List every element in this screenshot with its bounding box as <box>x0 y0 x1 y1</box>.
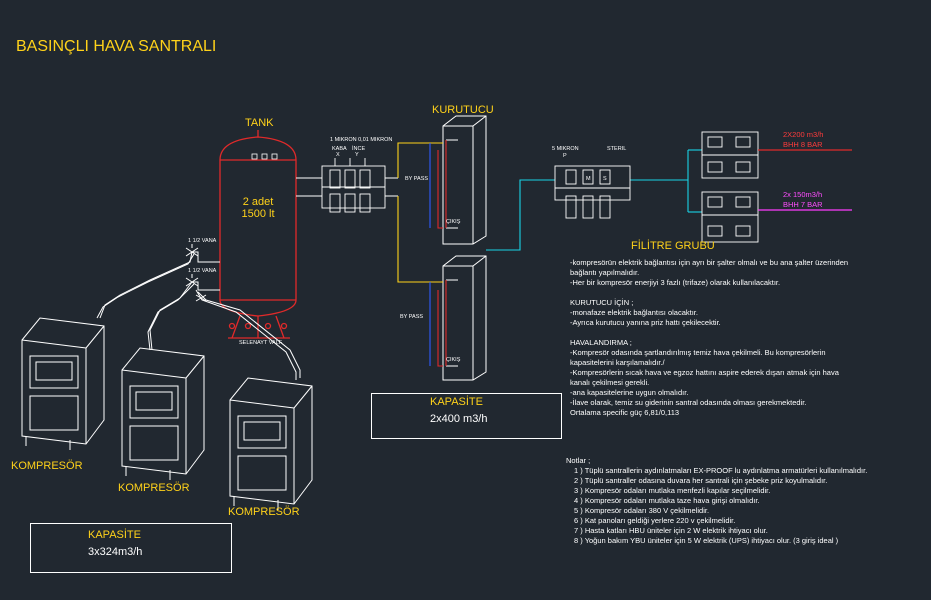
info-line: -monafaze elektrik bağlantısı olacaktır. <box>570 308 698 317</box>
tank-fittings <box>251 153 278 160</box>
magenta-output-pressure: BHH 7 BAR <box>783 200 823 209</box>
right-filter-top-label: 5 MIKRON <box>552 146 579 152</box>
compressor-2 <box>121 347 205 480</box>
info-line: -İlave olarak, temiz su giderinin santra… <box>570 398 807 407</box>
filter-group-label: FİLİTRE GRUBU <box>631 240 715 252</box>
outlet-label-2: ÇIKIŞ <box>446 357 461 363</box>
compressor-label-1: KOMPRESÖR <box>11 460 83 472</box>
cyan-piping <box>486 149 702 251</box>
info-line: -ana kapasitelerine uygun olmalıdır. <box>570 388 689 397</box>
tank-line1: 2 adet <box>242 196 274 208</box>
bypass-label-1: BY PASS <box>405 176 429 182</box>
info-line: -Her bir kompresör enerjiyi 3 fazlı (tri… <box>570 278 781 287</box>
page-title: BASINÇLI HAVA SANTRALI <box>16 38 217 55</box>
info-line <box>570 328 848 338</box>
info-line: bağlantı yapılmalıdır. <box>570 268 640 277</box>
filter-kaba-sub: X <box>336 152 340 158</box>
dryer-top <box>442 115 487 245</box>
filter-s-label: S <box>603 176 607 182</box>
tank <box>219 130 297 339</box>
filter-ince-label: İNCE <box>352 146 366 152</box>
info-line: -Kompresör odasında şartlandırılmış temi… <box>570 348 826 357</box>
info-line: kapasitelerini karşılamalıdır./ <box>570 358 665 367</box>
notes-block: Notlar ; 1 ) Tüplü santrallerin aydınlat… <box>566 456 867 546</box>
valve-upper-label: 1 1/2 VANA <box>188 238 217 244</box>
info-line: -Ayrıca kurutucu yanına priz hattı çekil… <box>570 318 721 327</box>
info-line: -Kompresörlerin sıcak hava ve egzoz hatt… <box>570 368 839 377</box>
tank-line2: 1500 lt <box>241 208 275 220</box>
compressor-1 <box>21 317 105 450</box>
filters-left <box>321 158 386 213</box>
info-text-block: -kompresörün elektrik bağlantısı için ay… <box>570 258 848 418</box>
filter-ince-sub: Y <box>355 152 359 158</box>
compressor-capacity-box <box>30 523 232 573</box>
info-line: kanalı çekilmesi gerekli. <box>570 378 650 387</box>
red-output-pressure: BHH 8 BAR <box>783 140 823 149</box>
notes-line: 8 ) Yoğun bakım YBU üniteler için 5 W el… <box>574 536 839 545</box>
valve-lower-label: 1 1/2 VANA <box>188 268 217 274</box>
info-line: HAVALANDIRMA ; <box>570 338 632 347</box>
filters-right <box>554 165 631 219</box>
filter-kaba-label: KABA <box>332 146 347 152</box>
dryer-capacity-value: 2x400 m3/h <box>430 413 488 425</box>
notes-line: 1 ) Tüplü santrallerin aydınlatmaları EX… <box>574 466 868 475</box>
notes-heading: Notlar ; <box>566 456 591 465</box>
notes-line: 2 ) Tüplü santraller odasına duvara her … <box>574 476 828 485</box>
tank-label: TANK <box>245 117 274 129</box>
info-line: KURUTUCU İÇİN ; <box>570 298 634 307</box>
yellow-piping <box>397 142 443 283</box>
dryer-label: KURUTUCU <box>432 104 494 116</box>
valves <box>185 244 207 302</box>
right-filter-steril-label: STERIL <box>607 146 627 152</box>
compressor-label-3: KOMPRESÖR <box>228 506 300 518</box>
dryer-capacity-box <box>371 393 562 439</box>
info-line: Ortalama specific güç 6,81/0,113 <box>570 408 680 417</box>
filter-p-label: P <box>563 153 567 159</box>
compressor-capacity-title: KAPASİTE <box>88 529 141 541</box>
filter-m-label: M <box>586 176 591 182</box>
selenoid-valve-label: SELENAYT VALF <box>239 340 283 346</box>
info-line: -kompresörün elektrik bağlantısı için ay… <box>570 258 849 267</box>
red-outlet-piping <box>437 140 447 367</box>
dryer-bottom <box>442 255 487 381</box>
red-output-flow: 2X200 m3/h <box>783 130 824 139</box>
magenta-output-flow: 2x 150m3/h <box>783 190 823 199</box>
bypass-label-2: BY PASS <box>400 314 424 320</box>
left-filter-top-label: 1 MIKRON 0,01 MIKRON <box>330 137 393 143</box>
compressor-3 <box>229 377 313 510</box>
dryer-capacity-title: KAPASİTE <box>430 396 483 408</box>
notes-line: 7 ) Hasta katları HBU üniteler için 2 W … <box>574 526 768 535</box>
notes-line: 3 ) Kompresör odaları mutlaka menfezli k… <box>574 486 771 495</box>
info-line <box>570 288 848 298</box>
notes-line: 4 ) Kompresör odaları mutlaka taze hava … <box>574 496 760 505</box>
compressor-capacity-value: 3x324m3/h <box>88 546 143 558</box>
output-manifolds <box>701 131 759 243</box>
notes-line: 6 ) Kat panoları geldiği yerlere 220 v ç… <box>574 516 736 525</box>
compressor-label-2: KOMPRESÖR <box>118 482 190 494</box>
outlet-label-1: ÇIKIŞ <box>446 219 461 225</box>
notes-line: 5 ) Kompresör odaları 380 V çekilmelidir… <box>574 506 710 515</box>
